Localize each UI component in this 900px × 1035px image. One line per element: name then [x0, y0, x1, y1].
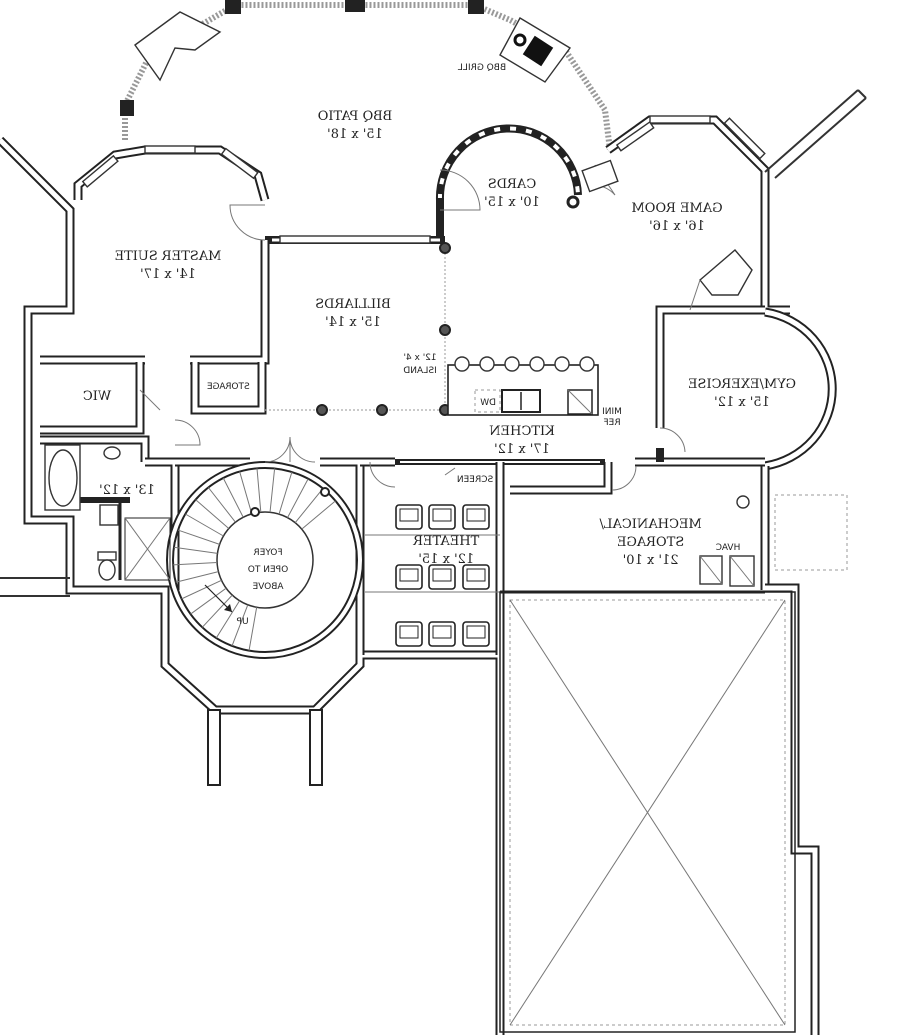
columns	[316, 242, 451, 416]
svg-text:15' x 18': 15' x 18'	[327, 127, 383, 142]
theater-seat	[462, 621, 490, 647]
theater-seat-cushion	[399, 508, 419, 522]
label-game-room: GAME ROOM 16' x 16'	[631, 201, 722, 234]
bbq-grill-icon	[522, 35, 554, 67]
label-screen: SCREEN	[457, 475, 493, 485]
game-room-corner-unit	[699, 249, 753, 296]
theater-seats	[395, 504, 490, 647]
svg-text:REF: REF	[603, 418, 620, 428]
label-dw: DW	[480, 398, 496, 408]
kitchen-island	[447, 356, 599, 416]
svg-text:12' x 4': 12' x 4'	[403, 353, 436, 363]
svg-text:GYM/EXERCISE: GYM/EXERCISE	[688, 377, 796, 392]
garage	[499, 494, 848, 1033]
svg-text:MASTER SUITE: MASTER SUITE	[115, 249, 222, 264]
svg-text:STORAGE: STORAGE	[207, 382, 250, 392]
theater-seat	[428, 564, 456, 590]
theater-seat	[428, 621, 456, 647]
theater-seat	[462, 564, 490, 590]
svg-text:BILLIARDS: BILLIARDS	[315, 297, 391, 312]
label-wic: WIC	[83, 389, 111, 404]
label-island: 12' x 4' ISLAND	[403, 353, 436, 376]
svg-text:KITCHEN: KITCHEN	[489, 424, 555, 439]
label-kitchen: KITCHEN 17' x 12'	[489, 424, 555, 457]
svg-text:CARDS: CARDS	[488, 177, 536, 192]
svg-text:15' x 14': 15' x 14'	[325, 315, 381, 330]
label-billiards: BILLIARDS 15' x 14'	[315, 297, 391, 330]
svg-text:13' x 12': 13' x 12'	[99, 483, 155, 498]
master-door	[229, 204, 266, 241]
label-gym: GYM/EXERCISE 15' x 12'	[688, 377, 796, 410]
room-labels: BBQ PATIO 15' x 18' BBQ GRILL CARDS 10' …	[83, 63, 796, 627]
theater-seat-cushion	[466, 568, 486, 582]
bbq-patio-outline	[120, 0, 613, 151]
svg-text:10' x 15': 10' x 15'	[484, 195, 540, 210]
svg-text:STORAGE: STORAGE	[617, 535, 684, 550]
svg-text:ISLAND: ISLAND	[403, 366, 436, 376]
svg-text:17' x 12': 17' x 12'	[494, 442, 550, 457]
svg-text:16' x 16': 16' x 16'	[649, 219, 705, 234]
label-bath: 13' x 12'	[99, 483, 155, 498]
label-cards: CARDS 10' x 15'	[484, 177, 540, 210]
label-hvac: HVAC	[716, 543, 741, 553]
theater-seat-cushion	[399, 568, 419, 582]
theater-seat-cushion	[399, 625, 419, 639]
label-bbq-patio: BBQ PATIO 15' x 18'	[318, 109, 393, 142]
label-mini-ref: MINI REF	[602, 407, 622, 428]
cards-room-walls	[435, 124, 582, 242]
svg-text:14' x 17': 14' x 17'	[140, 267, 196, 282]
theater-seat-cushion	[432, 625, 452, 639]
svg-text:SCREEN: SCREEN	[457, 475, 493, 485]
svg-text:UP: UP	[236, 617, 249, 627]
windows	[81, 115, 766, 244]
theater-seat-cushion	[466, 508, 486, 522]
svg-text:BBQ PATIO: BBQ PATIO	[318, 109, 393, 124]
svg-text:MECHANICAL/: MECHANICAL/	[599, 517, 702, 532]
spiral-stair	[173, 468, 336, 651]
label-bbq-grill: BBQ GRILL	[458, 63, 506, 73]
outdoor-counter	[134, 11, 222, 82]
svg-text:GAME ROOM: GAME ROOM	[631, 201, 722, 216]
label-up: UP	[236, 617, 249, 627]
svg-text:FOYER: FOYER	[253, 548, 282, 558]
svg-text:ABOVE: ABOVE	[252, 582, 283, 592]
label-theater: THEATER 12' x 15'	[412, 534, 479, 567]
theater-seat-cushion	[432, 508, 452, 522]
mechanical-units	[699, 495, 755, 587]
svg-text:THEATER: THEATER	[412, 534, 479, 549]
label-mechanical: MECHANICAL/ STORAGE 21' x 10'	[599, 517, 702, 568]
theater-seat-cushion	[432, 568, 452, 582]
svg-text:HVAC: HVAC	[716, 543, 741, 553]
bath-fixtures	[44, 444, 171, 581]
theater-seat	[428, 504, 456, 530]
theater-seat	[395, 621, 423, 647]
svg-text:21' x 10': 21' x 10'	[623, 553, 679, 568]
svg-text:15' x 12': 15' x 12'	[714, 395, 770, 410]
svg-text:BBQ GRILL: BBQ GRILL	[458, 63, 506, 73]
label-foyer: FOYER OPEN TO ABOVE	[248, 548, 288, 592]
theater-seat-cushion	[466, 625, 486, 639]
svg-text:WIC: WIC	[83, 389, 111, 404]
label-master-suite: MASTER SUITE 14' x 17'	[115, 249, 222, 282]
svg-text:DW: DW	[480, 398, 496, 408]
label-storage: STORAGE	[207, 382, 250, 392]
theater-seat	[395, 504, 423, 530]
svg-text:MINI: MINI	[602, 407, 622, 417]
room-division-lines	[265, 245, 446, 411]
theater-seat	[462, 504, 490, 530]
theater-seat	[395, 564, 423, 590]
svg-text:OPEN TO: OPEN TO	[248, 565, 288, 575]
svg-text:12' x 15': 12' x 15'	[418, 552, 474, 567]
